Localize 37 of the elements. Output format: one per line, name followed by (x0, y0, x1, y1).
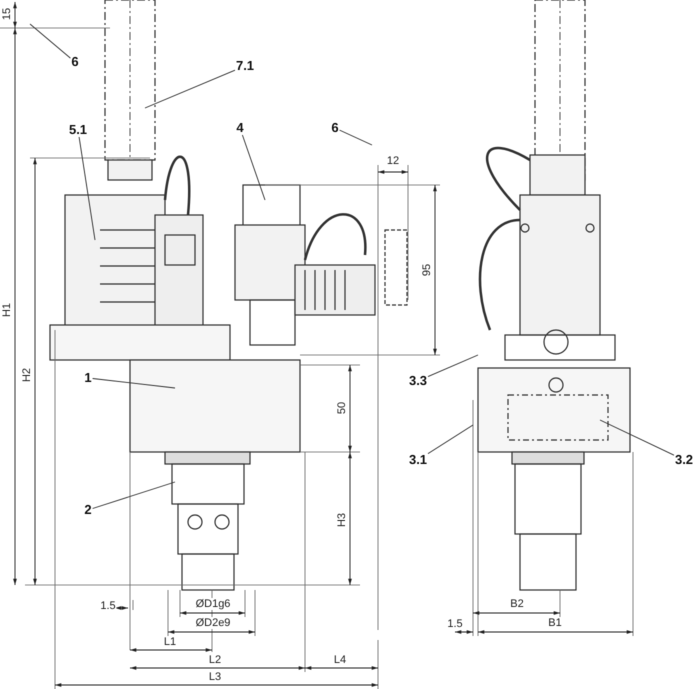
callout-number: 4 (235, 121, 245, 135)
leader-line (92, 378, 176, 388)
dimension-label: 12 (386, 155, 400, 167)
dimension-label: B1 (547, 617, 563, 629)
dimension-label: 50 (336, 400, 348, 416)
dimension-label: L1 (162, 636, 178, 648)
callout-number: 2 (83, 503, 93, 517)
dimension-label: 15 (1, 6, 13, 22)
dimension-label: ØD1g6 (194, 598, 232, 610)
dimension-label: 1.5 (446, 618, 464, 630)
dimension-label: H2 (21, 366, 33, 384)
callout-number: 6 (70, 55, 80, 69)
dimension-label: 1.5 (99, 600, 117, 612)
leader-line (30, 24, 71, 59)
dimension-label: ØD2e9 (194, 617, 232, 629)
callout-number: 5.1 (68, 123, 88, 137)
leader-line (600, 420, 674, 456)
callout-number: 3.2 (674, 453, 694, 467)
leader-line (339, 130, 372, 146)
leader-line (242, 134, 266, 200)
callout-number: 1 (83, 371, 93, 385)
dimension-label: L3 (208, 671, 222, 683)
leader-line (92, 482, 176, 509)
leader-line (78, 136, 96, 240)
dimension-label: L4 (332, 654, 348, 666)
callout-number: 3.3 (408, 374, 428, 388)
leader-line (144, 70, 236, 108)
leader-line (428, 424, 474, 454)
dimension-label: L2 (208, 654, 222, 666)
callout-number: 7.1 (234, 59, 256, 73)
leader-line (428, 354, 478, 378)
dimension-label: H1 (1, 302, 13, 318)
dimension-label: B2 (509, 598, 525, 610)
callout-number: 6 (330, 121, 340, 135)
callout-number: 3.1 (408, 453, 428, 467)
dimension-label: H3 (336, 512, 348, 528)
dimension-label: 95 (421, 262, 433, 278)
